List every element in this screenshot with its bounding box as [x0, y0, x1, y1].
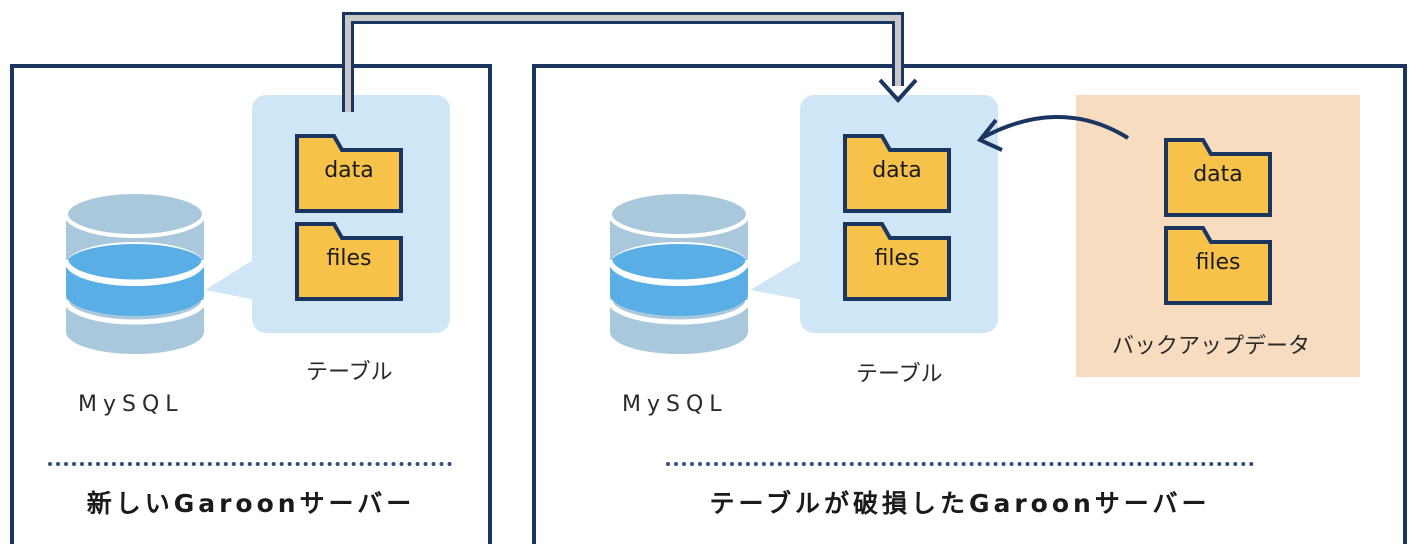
backup-data-folder: data [1163, 136, 1273, 218]
folder-icon [843, 222, 951, 301]
folder-label: data [324, 158, 374, 183]
right-server-title: テーブルが破損したGaroonサーバー [709, 489, 1211, 518]
backup-panel [1076, 95, 1360, 377]
left-mysql-label: MySQL [78, 392, 184, 417]
restore-arrow [976, 115, 1130, 152]
right-table-caption: テーブル [856, 362, 943, 387]
right-separator [666, 462, 1254, 466]
folder-icon [1164, 226, 1272, 305]
right-data-folder: data [842, 132, 952, 214]
left-data-folder: data [294, 132, 404, 214]
folder-label: data [1193, 162, 1243, 187]
folder-icon [1164, 138, 1272, 217]
folder-label: files [1195, 250, 1241, 275]
right-mysql-label: MySQL [622, 392, 728, 417]
folder-label: data [872, 158, 922, 183]
left-database-icon [63, 190, 207, 354]
left-table-caption: テーブル [306, 360, 393, 385]
left-server-title: 新しいGaroonサーバー [86, 489, 416, 518]
folder-icon [295, 134, 403, 213]
right-files-folder: files [842, 220, 952, 302]
copy-arrow [342, 12, 918, 112]
backup-caption: バックアップデータ [1112, 334, 1311, 359]
right-database-icon [607, 190, 751, 354]
backup-files-folder: files [1163, 224, 1273, 306]
right-callout-pointer [750, 258, 804, 300]
folder-icon [295, 222, 403, 301]
diagram-graphics [63, 12, 1130, 354]
left-callout-pointer [205, 258, 256, 300]
folder-icon [843, 134, 951, 213]
folder-label: files [326, 246, 372, 271]
left-separator [48, 462, 452, 466]
folder-label: files [874, 246, 920, 271]
left-files-folder: files [294, 220, 404, 302]
